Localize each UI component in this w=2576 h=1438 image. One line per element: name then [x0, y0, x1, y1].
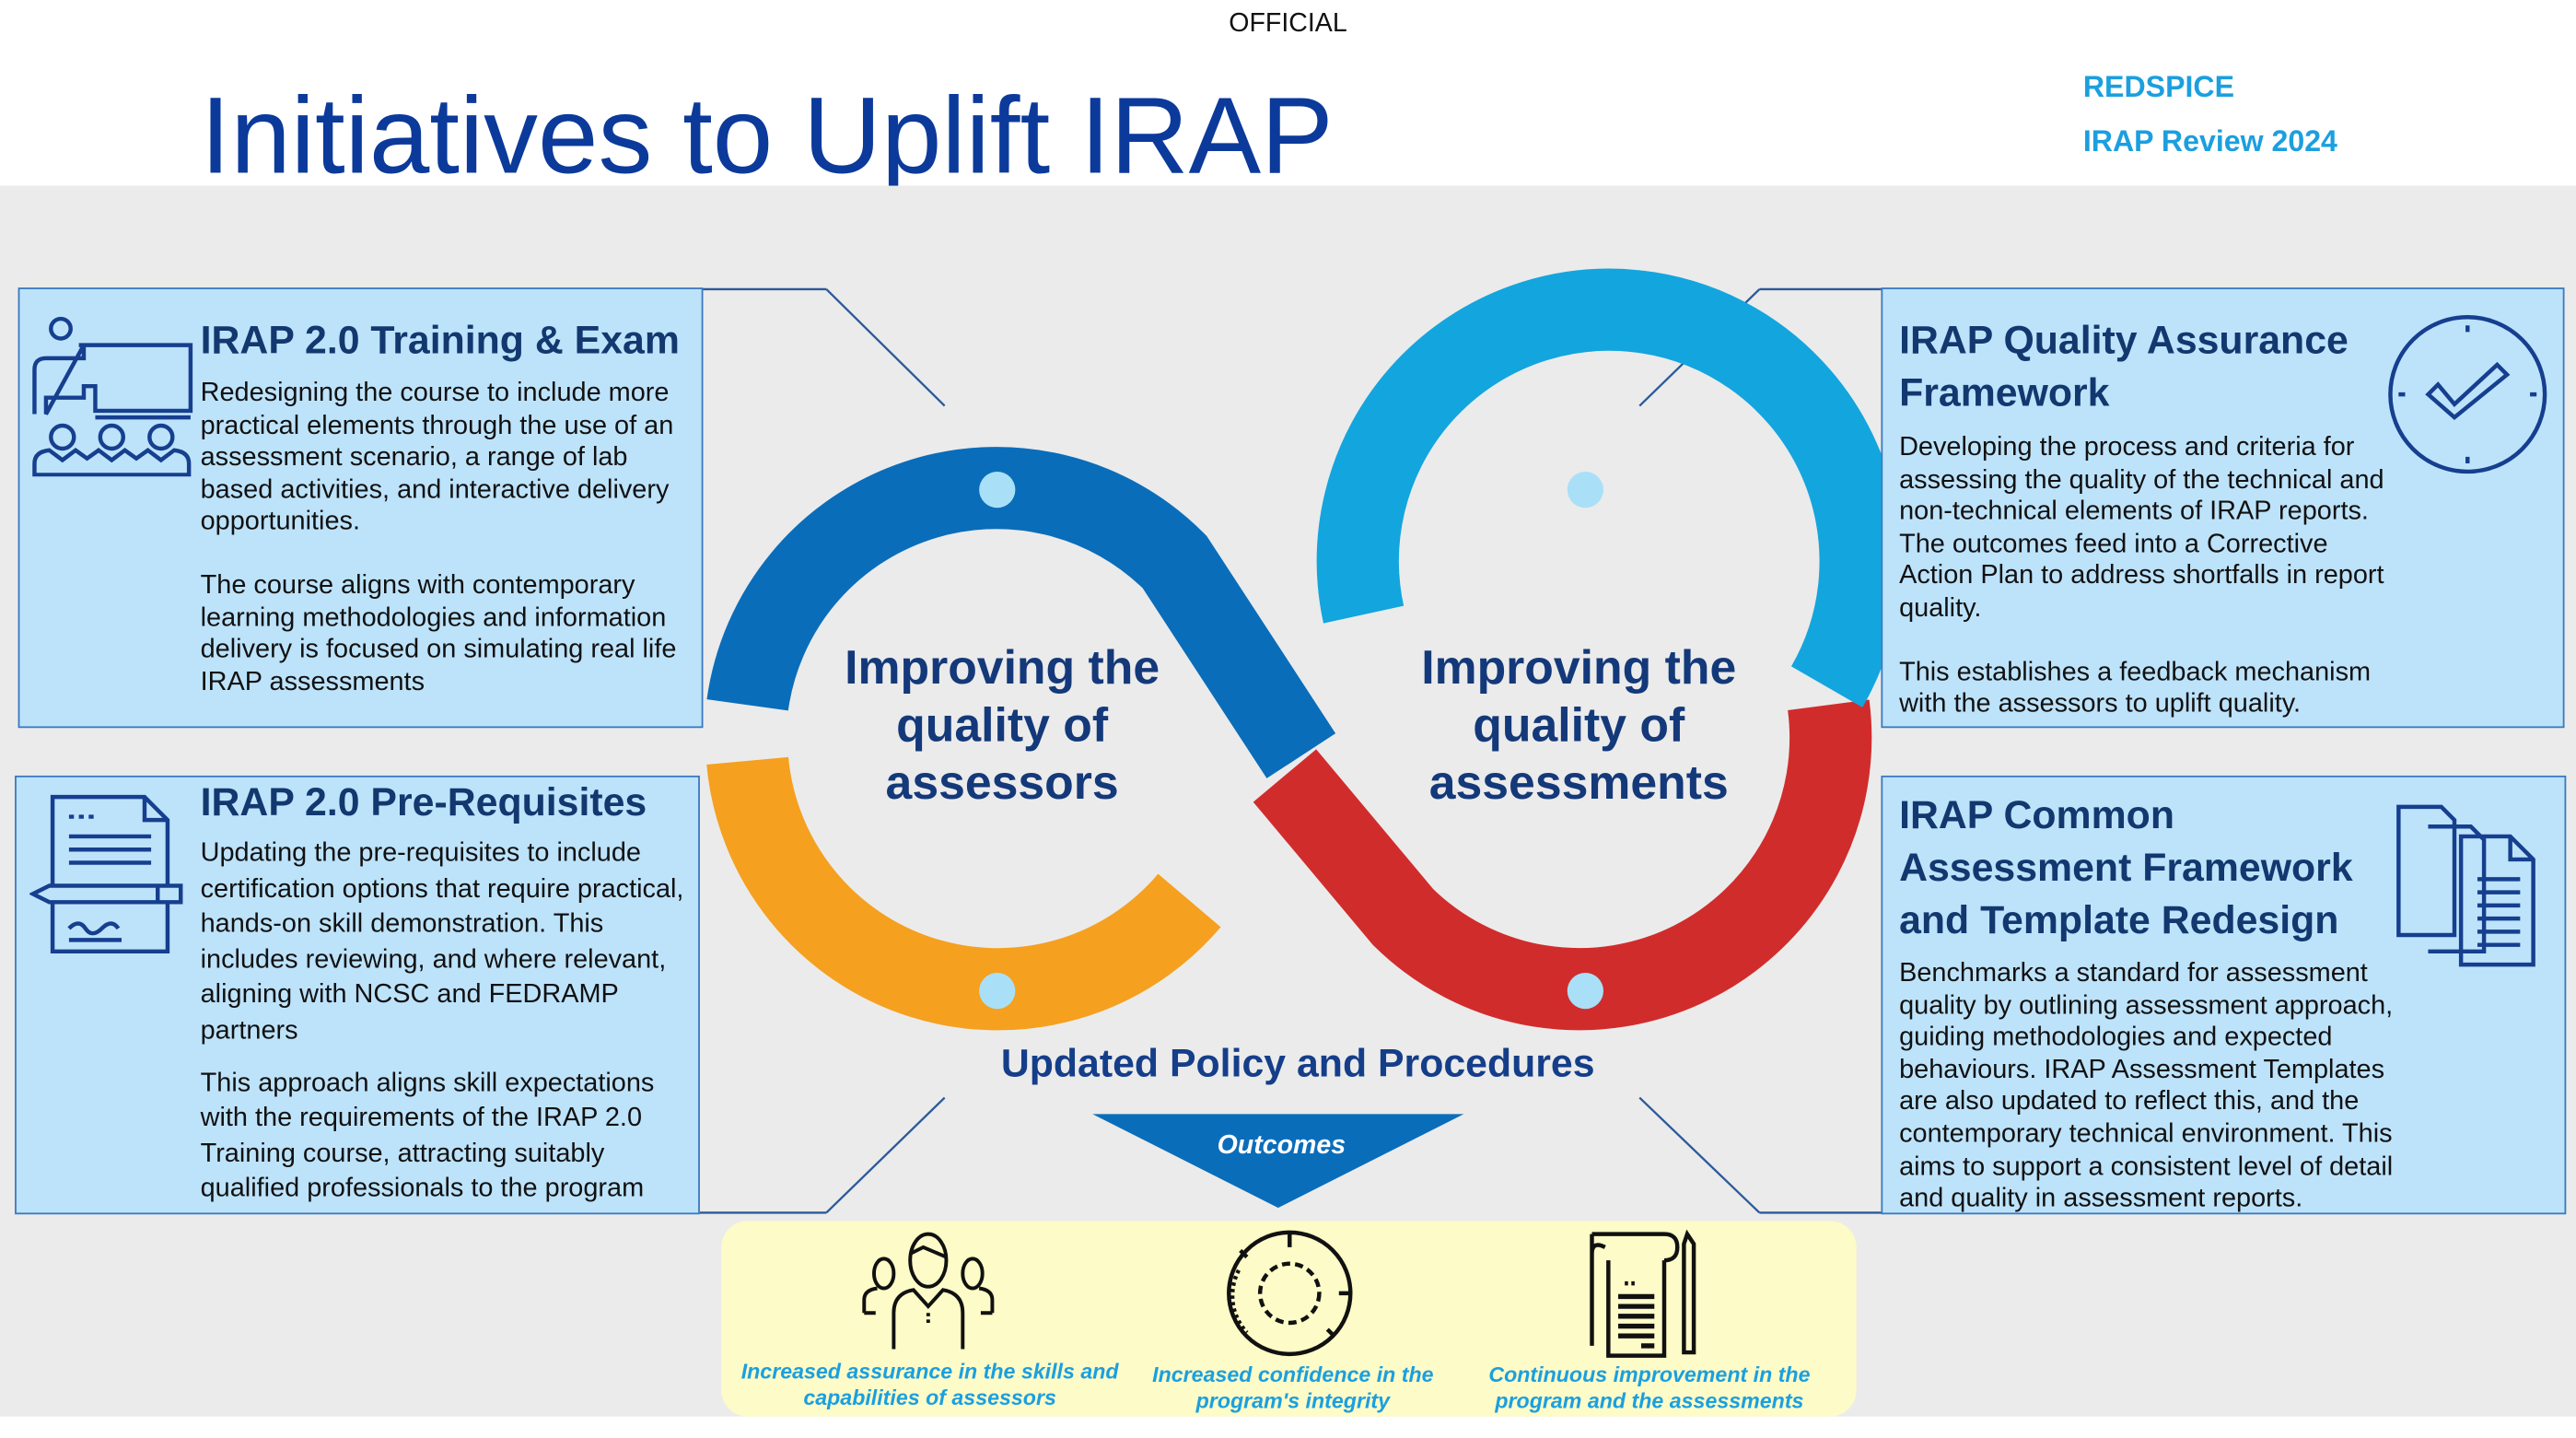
panel-training: IRAP 2.0 Training & Exam Redesigning the…: [17, 287, 704, 729]
connector-line: [825, 1096, 946, 1214]
panel-paragraph: This establishes a feedback mechanism wi…: [1899, 656, 2372, 719]
panel-title: IRAP Common Assessment Framework and Tem…: [1899, 793, 2353, 943]
policy-label: Updated Policy and Procedures: [1000, 1041, 1595, 1087]
panel-title: IRAP 2.0 Training & Exam: [200, 319, 680, 364]
orange-arc: [706, 756, 1221, 1031]
dark-blue-arc: [706, 447, 1336, 778]
outcomes-label: Outcomes: [1217, 1132, 1346, 1161]
ring-dot: [979, 471, 1016, 509]
gear-cycle-icon: [1227, 1230, 1353, 1357]
panel-title: IRAP 2.0 Pre-Requisites: [200, 780, 647, 825]
panel-paragraph: Developing the process and criteria for …: [1899, 432, 2384, 624]
panel-quality-assurance: IRAP Quality Assurance Framework Develop…: [1881, 287, 2565, 729]
panel-paragraph: Updating the pre-requisites to include c…: [200, 837, 684, 1046]
panel-paragraph: This approach aligns skill expectations …: [200, 1067, 655, 1204]
page-title: Initiatives to Uplift IRAP: [200, 74, 1334, 196]
panel-prerequisites: IRAP 2.0 Pre-Requisites Updating the pre…: [15, 775, 700, 1215]
people-icon: [862, 1232, 995, 1350]
teacher-icon: [32, 316, 193, 477]
document-pen-icon: [1590, 1229, 1696, 1358]
red-arc: [1253, 699, 1872, 1031]
right-ring-label: Improving the quality of assessments: [1421, 642, 1737, 811]
light-blue-arc: [1316, 268, 1902, 707]
outcome-text: Continuous improvement in the program an…: [1488, 1362, 1811, 1414]
classification-label: OFFICIAL: [1229, 9, 1347, 39]
outcomes-arrow: [1092, 1114, 1464, 1209]
ring-dot: [979, 973, 1016, 1010]
panel-title: IRAP Quality Assurance Framework: [1899, 319, 2349, 416]
outcome-text: Increased assurance in the skills and ca…: [740, 1359, 1119, 1410]
connector-line: [825, 288, 946, 407]
panel-common-assessment-framework: IRAP Common Assessment Framework and Tem…: [1881, 775, 2567, 1215]
documents-icon: [2396, 804, 2535, 967]
brand-label: REDSPICE: [2082, 70, 2235, 104]
connector-line: [1638, 1096, 1761, 1214]
panel-paragraph: The course aligns with contemporary lear…: [200, 569, 677, 696]
ring-dot: [1567, 471, 1603, 509]
panel-paragraph: Redesigning the course to include more p…: [200, 378, 674, 537]
outcomes-panel: Increased assurance in the skills and ca…: [721, 1221, 1857, 1417]
left-ring-label: Improving the quality of assessors: [845, 642, 1160, 811]
ring-dot: [1567, 973, 1603, 1010]
outcome-text: Increased confidence in the program's in…: [1152, 1362, 1434, 1414]
panel-paragraph: Benchmarks a standard for assessment qua…: [1899, 957, 2394, 1213]
subtitle-label: IRAP Review 2024: [2082, 124, 2337, 158]
checkmark-circle-icon: [2388, 315, 2547, 474]
certificate-pen-icon: [29, 794, 183, 954]
